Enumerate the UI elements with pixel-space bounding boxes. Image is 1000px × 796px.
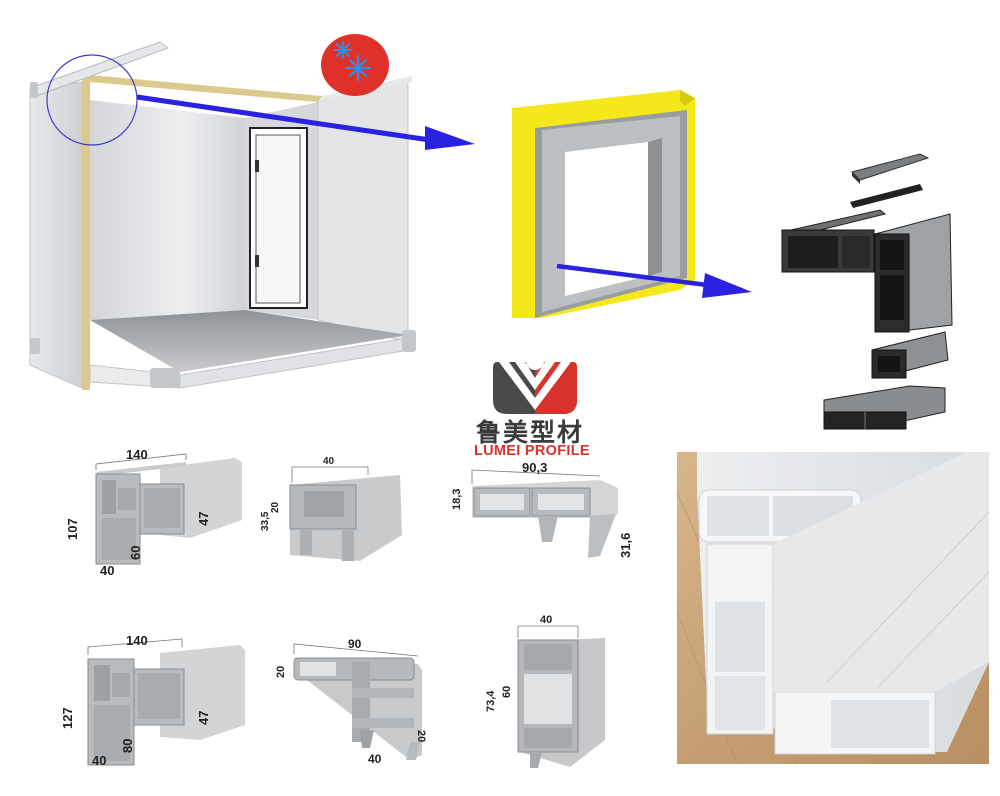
- arrow-icon: [702, 273, 752, 298]
- svg-text:47: 47: [196, 512, 211, 526]
- svg-text:40: 40: [100, 563, 114, 578]
- profile-drawing-frame-127: 140 127 47 80 40: [60, 625, 260, 795]
- highlight-circle: [46, 54, 138, 146]
- svg-text:18,3: 18,3: [451, 489, 463, 510]
- svg-text:47: 47: [196, 711, 211, 725]
- logo-english-text: LUMEI PROFILE: [474, 443, 590, 459]
- svg-text:40: 40: [92, 753, 106, 768]
- svg-text:40: 40: [368, 752, 382, 766]
- svg-text:107: 107: [65, 518, 80, 540]
- svg-text:40: 40: [540, 614, 552, 626]
- svg-text:20: 20: [275, 666, 287, 678]
- arrow-icon: [425, 126, 475, 150]
- svg-text:20: 20: [270, 501, 281, 513]
- door-frame-illustration: [490, 80, 770, 330]
- svg-text:20: 20: [415, 730, 427, 742]
- snowflake-icon: [344, 54, 372, 82]
- lumei-logo-mark: [485, 358, 585, 420]
- svg-text:60: 60: [501, 686, 513, 698]
- svg-text:73,4: 73,4: [485, 690, 497, 712]
- svg-text:90: 90: [348, 637, 362, 651]
- svg-text:31,6: 31,6: [618, 533, 633, 558]
- svg-text:80: 80: [120, 739, 135, 753]
- svg-text:140: 140: [126, 633, 148, 648]
- profile-drawing-cap-90: 90,3 18,3 31,6: [440, 458, 660, 578]
- exploded-profile-illustration: [760, 150, 960, 440]
- profile-drawing-sash-90: 90 20 20 40: [270, 630, 440, 770]
- snowflake-icon: [334, 41, 352, 59]
- profile-drawing-frame-107: 140 107 47 60 40: [60, 440, 260, 580]
- svg-text:90,3: 90,3: [522, 460, 547, 475]
- svg-text:40: 40: [323, 456, 335, 467]
- profile-drawing-clip-33: 40 33,5 20: [250, 445, 430, 575]
- svg-text:140: 140: [126, 447, 148, 462]
- profile-photo: [677, 452, 989, 764]
- profile-drawing-jamb-73: 40 73,4 60: [480, 612, 620, 787]
- svg-text:60: 60: [128, 546, 143, 560]
- svg-text:127: 127: [60, 707, 75, 729]
- logo-chinese-text: 鲁美型材: [476, 418, 585, 447]
- cold-room-illustration: [0, 20, 480, 410]
- svg-text:33,5: 33,5: [260, 511, 271, 531]
